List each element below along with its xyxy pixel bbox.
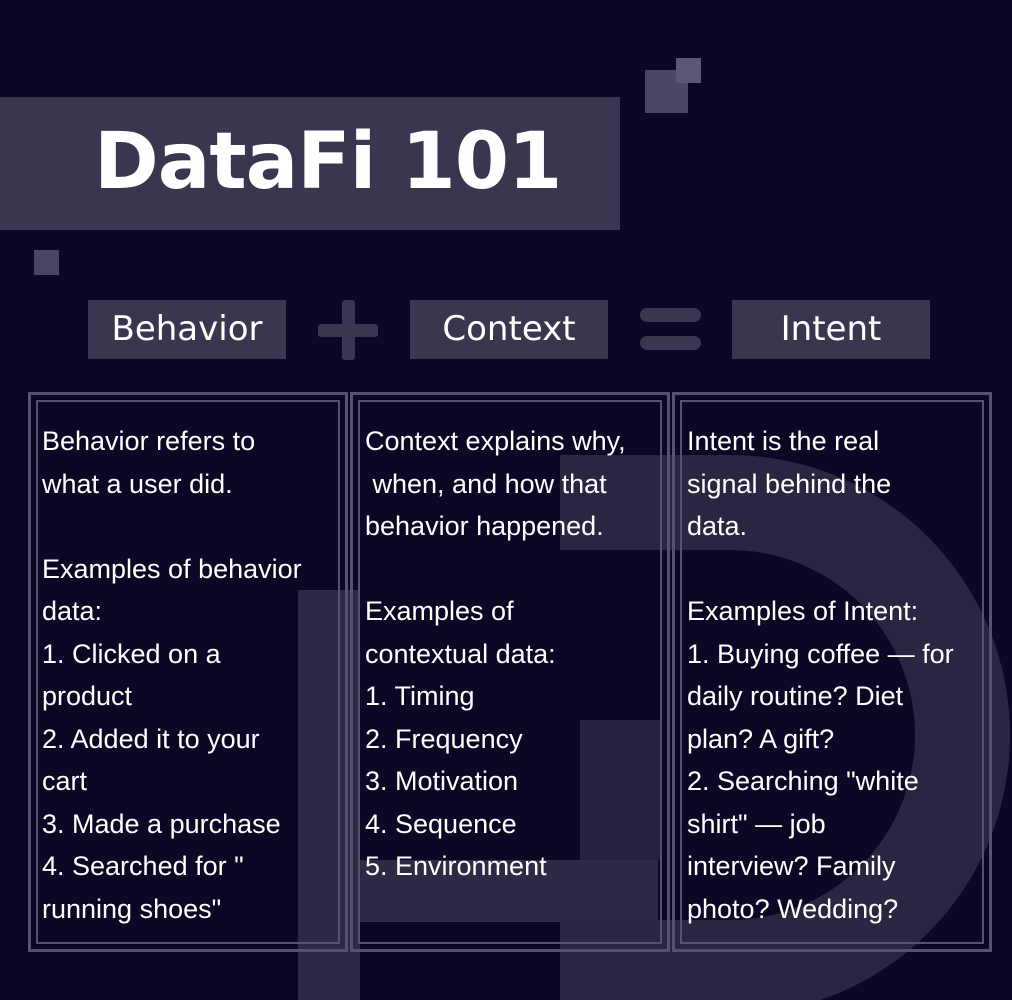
column-frame-context bbox=[350, 392, 670, 952]
text-line: what a user did. bbox=[42, 468, 233, 499]
text-line: Intent is the real bbox=[687, 426, 880, 456]
list-item: product bbox=[42, 681, 133, 711]
text-line: behavior happened. bbox=[365, 511, 604, 541]
text-line: when, and how that bbox=[365, 468, 607, 499]
list-item: 1. Buying coffee — for bbox=[687, 638, 954, 669]
list-item: 4. Searched for " bbox=[42, 851, 244, 881]
title-banner bbox=[0, 97, 620, 230]
text-line: contextual data: bbox=[365, 638, 556, 669]
list-item: 2. Added it to your bbox=[42, 723, 260, 754]
list-item: 1. Timing bbox=[365, 681, 475, 711]
list-item: photo? Wedding? bbox=[687, 893, 899, 924]
column-frame-behavior bbox=[28, 392, 348, 952]
decorative-square bbox=[676, 58, 701, 83]
column-text-behavior: Behavior refers to what a user did. Exam… bbox=[42, 420, 302, 930]
list-item: 3. Motivation bbox=[365, 766, 519, 796]
list-item: 2. Frequency bbox=[365, 723, 523, 754]
page-title: DataFi 101 bbox=[94, 117, 562, 207]
text-line: Examples of bbox=[365, 596, 514, 626]
text-line: signal behind the bbox=[687, 468, 892, 499]
list-item: daily routine? Diet bbox=[687, 681, 904, 711]
decorative-square bbox=[34, 250, 59, 275]
list-item: 2. Searching "white bbox=[687, 766, 919, 796]
text-line: Behavior refers to bbox=[42, 426, 256, 456]
list-item: shirt" — job bbox=[687, 808, 826, 839]
plus-icon bbox=[318, 300, 378, 360]
list-item: 1. Clicked on a bbox=[42, 638, 221, 669]
list-item: 3. Made a purchase bbox=[42, 808, 281, 839]
text-line: Examples of behavior bbox=[42, 553, 302, 584]
list-item: running shoes" bbox=[42, 893, 222, 924]
text-line: data: bbox=[42, 596, 103, 626]
term-intent: Intent bbox=[732, 300, 930, 359]
term-context: Context bbox=[410, 300, 608, 359]
watermark-logo-stem bbox=[298, 590, 360, 1000]
list-item: cart bbox=[42, 766, 88, 796]
text-line: Context explains why, bbox=[365, 426, 626, 456]
column-frame-intent bbox=[672, 392, 992, 952]
equals-icon bbox=[640, 308, 701, 352]
list-item: plan? A gift? bbox=[687, 723, 835, 754]
column-text-context: Context explains why, when, and how that… bbox=[365, 420, 626, 888]
text-line: data. bbox=[687, 511, 748, 541]
text-line: Examples of Intent: bbox=[687, 596, 919, 626]
column-text-intent: Intent is the real signal behind the dat… bbox=[687, 420, 954, 930]
term-behavior: Behavior bbox=[88, 300, 286, 359]
list-item: 5. Environment bbox=[365, 851, 547, 881]
list-item: 4. Sequence bbox=[365, 808, 517, 839]
list-item: interview? Family bbox=[687, 851, 896, 881]
